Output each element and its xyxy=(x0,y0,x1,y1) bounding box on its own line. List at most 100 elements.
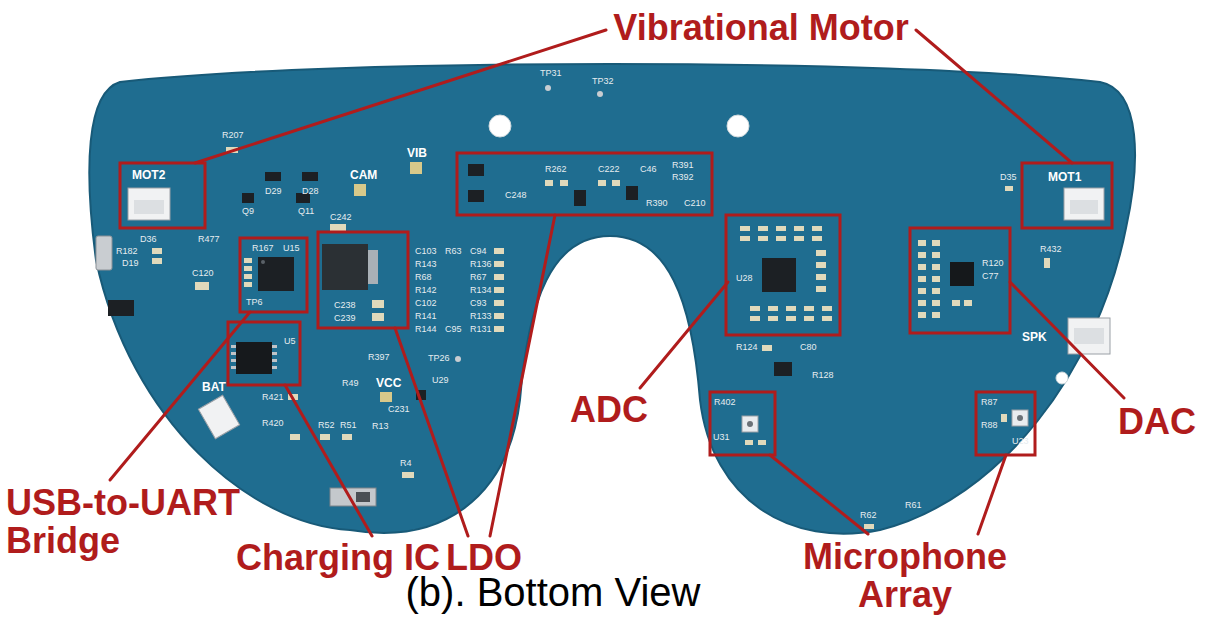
dac-chip xyxy=(950,262,974,286)
silkscreen-label: D28 xyxy=(302,186,319,197)
silkscreen-label: R143 xyxy=(415,259,437,270)
solder-pad xyxy=(380,392,392,402)
microphone-package xyxy=(1012,410,1028,426)
smd-pad xyxy=(932,312,940,318)
smd-pad xyxy=(794,226,804,231)
silkscreen-label: R477 xyxy=(198,234,220,245)
chip-lead xyxy=(272,366,277,369)
smd-pad xyxy=(152,248,162,254)
smd-pad xyxy=(932,252,940,258)
caption: (b). Bottom View xyxy=(406,572,701,612)
silkscreen-label: C210 xyxy=(684,198,706,209)
silkscreen-label: R392 xyxy=(672,172,694,183)
smd-pad xyxy=(918,264,926,270)
battery-connector-body xyxy=(198,395,239,438)
smd-pad xyxy=(918,312,926,318)
silkscreen-label: R52 xyxy=(318,420,335,431)
smd-pad xyxy=(804,306,814,311)
smd-pad xyxy=(494,326,504,332)
highlight-box xyxy=(240,238,307,312)
leader-line xyxy=(110,312,250,480)
smd-pad xyxy=(932,288,940,294)
test-point xyxy=(597,91,603,97)
chip-lead xyxy=(231,366,236,369)
smd-pad xyxy=(816,250,826,256)
smd-pad xyxy=(964,300,972,306)
highlight-box xyxy=(710,392,775,455)
silkscreen-label: C238 xyxy=(334,300,356,311)
smd-pad xyxy=(612,180,620,186)
highlight-box xyxy=(120,163,205,228)
smd-pad xyxy=(494,248,504,254)
silkscreen-label: R142 xyxy=(415,285,437,296)
connector-label: CAM xyxy=(350,168,377,182)
charging-chip xyxy=(236,342,272,374)
smd-pad xyxy=(816,262,826,268)
silkscreen-label: TP32 xyxy=(592,76,614,87)
microphone-port xyxy=(747,421,753,427)
silkscreen-label: R62 xyxy=(860,510,877,521)
leader-line xyxy=(395,328,468,536)
silkscreen-label: D29 xyxy=(265,186,282,197)
adc-chip xyxy=(762,258,796,292)
smd-pad xyxy=(758,226,768,231)
smd-pad xyxy=(494,287,504,293)
smd-pad xyxy=(932,240,940,246)
smd-pad xyxy=(812,236,822,241)
smd-pad xyxy=(494,261,504,267)
smd-pad xyxy=(758,236,768,241)
smd-pad xyxy=(932,300,940,306)
smd-pad xyxy=(244,258,252,263)
silkscreen-label: R131 xyxy=(470,324,492,335)
smd-pad xyxy=(864,524,874,529)
smd-pad xyxy=(560,180,568,186)
chip-lead xyxy=(231,352,236,355)
silkscreen-label: R88 xyxy=(981,420,998,431)
smd-pad xyxy=(372,300,384,308)
silkscreen-label: R124 xyxy=(736,342,758,353)
callout-label: ADC xyxy=(570,390,648,430)
silkscreen-label: R144 xyxy=(415,324,437,335)
mounting-hole xyxy=(489,115,511,137)
smd-pad xyxy=(762,345,772,351)
smd-pad xyxy=(545,180,553,186)
chip-lead xyxy=(231,345,236,348)
silkscreen-label: U28 xyxy=(736,273,753,284)
leader-line xyxy=(916,30,1072,163)
callout-label: Vibrational Motor xyxy=(613,8,908,48)
smd-pad xyxy=(918,300,926,306)
silkscreen-label: R432 xyxy=(1040,244,1062,255)
silkscreen-label: R61 xyxy=(905,500,922,511)
leader-line xyxy=(640,282,728,388)
silkscreen-label: R207 xyxy=(222,130,244,141)
usb-port xyxy=(96,236,112,270)
silkscreen-label: R182 xyxy=(116,246,138,257)
silkscreen-label: R420 xyxy=(262,418,284,429)
silkscreen-label: R390 xyxy=(646,198,668,209)
smd-pad xyxy=(244,274,252,279)
connector-slot xyxy=(1074,328,1104,344)
highlight-box xyxy=(457,153,712,215)
highlight-box xyxy=(976,392,1035,455)
regulator-tab xyxy=(368,250,378,284)
usb-uart-chip xyxy=(258,257,294,291)
smd-pad xyxy=(822,316,832,321)
battery-connector xyxy=(198,395,239,438)
silkscreen-label: C93 xyxy=(470,298,487,309)
smd-pad xyxy=(494,274,504,280)
smd-pad xyxy=(494,313,504,319)
silkscreen-label: C242 xyxy=(330,212,352,223)
silkscreen-label: C94 xyxy=(470,246,487,257)
pcb-board xyxy=(89,64,1135,534)
silkscreen-label: R13 xyxy=(372,421,389,432)
smd-pad xyxy=(244,266,252,271)
motor-connector xyxy=(128,188,170,220)
smd-pad xyxy=(320,434,330,440)
silkscreen-label: R134 xyxy=(470,285,492,296)
smd-pad xyxy=(598,180,606,186)
connector-label: MOT2 xyxy=(132,168,165,182)
highlight-box xyxy=(1022,163,1112,228)
chip-lead xyxy=(272,345,277,348)
silkscreen-label: D36 xyxy=(140,234,157,245)
